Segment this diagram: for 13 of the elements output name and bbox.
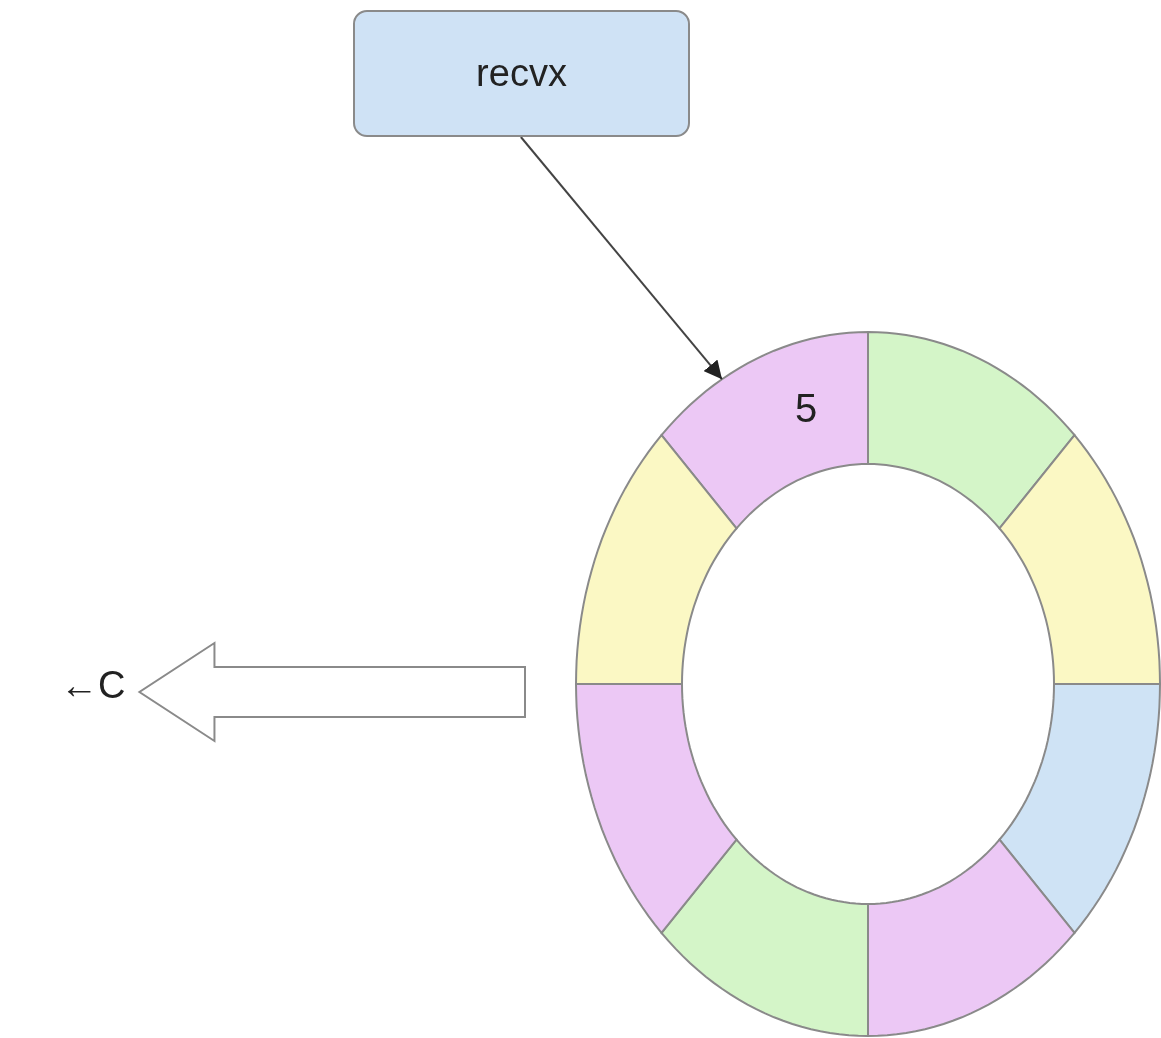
channel-label: ←C (60, 664, 126, 707)
ring-segment (575, 683, 738, 935)
ring-segment (660, 838, 869, 1038)
ring-segment (660, 330, 869, 530)
slot-value: 5 (795, 385, 818, 430)
ring-segment (867, 330, 1076, 530)
block-arrow (137, 641, 526, 743)
ring-segment (998, 683, 1161, 935)
arrow (519, 136, 723, 381)
ring-segment (575, 433, 738, 685)
ring-segment (998, 433, 1161, 685)
pointer-box: recvx (353, 10, 690, 137)
ring-segment (867, 838, 1076, 1038)
